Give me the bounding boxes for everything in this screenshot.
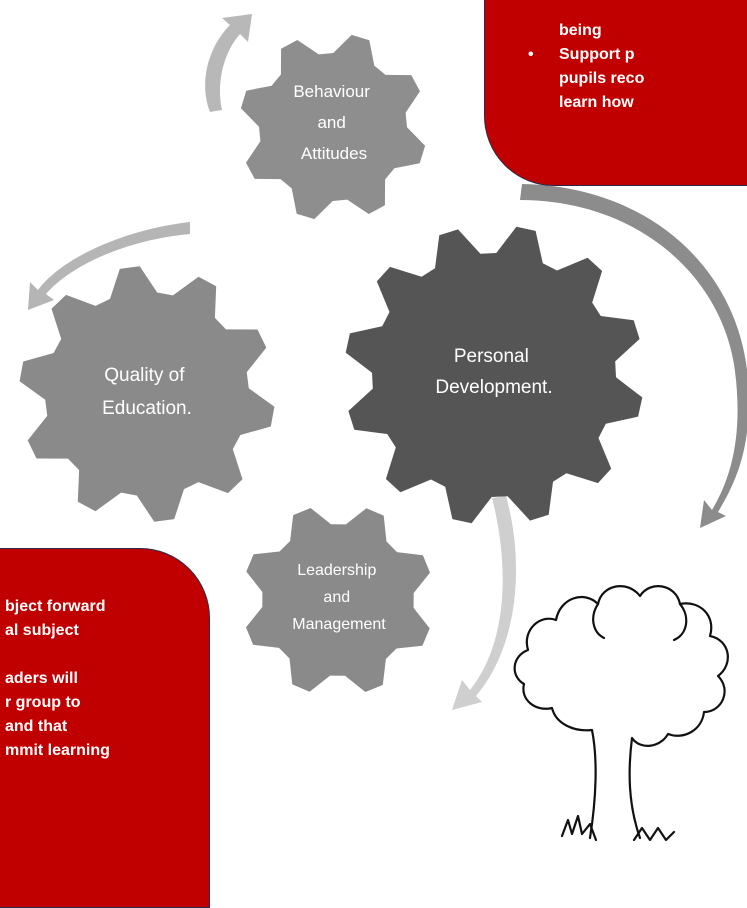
callout-top-list: being • Support p pupils reco learn how (525, 19, 747, 115)
callout-top-line-1: being (525, 19, 747, 43)
callout-top-line-3: pupils reco (525, 67, 747, 91)
callout-bottom-line-6: mmit learning (5, 742, 110, 759)
gear-quality-line-2: Education. (102, 398, 192, 419)
gear-behaviour-label: Behaviour and Attitudes (293, 82, 374, 163)
callout-bottom-spacer (5, 643, 209, 667)
gear-leadership-line-1: Leadership (297, 562, 376, 579)
callout-bottom-line-5: and that (5, 718, 68, 735)
gear-quality (19, 266, 275, 522)
gear-personal-line-2: Development. (435, 377, 552, 398)
gear-behaviour-line-3: Attitudes (301, 144, 367, 163)
callout-top-text-4: learn how (559, 94, 634, 111)
gear-behaviour-line-1: Behaviour (293, 82, 370, 101)
arrow-personal-to-leadership (452, 496, 517, 710)
cycle-arrows (28, 14, 747, 710)
improvement-cycle-diagram: Behaviour and Attitudes Quality of Educa… (19, 14, 747, 842)
arrow-personal-downward (520, 184, 747, 528)
callout-bottom-line-1: bject forward (5, 598, 106, 615)
callout-top-line-2: • Support p (525, 43, 747, 67)
gear-leadership-label: Leadership and Management (292, 562, 386, 633)
gear-personal-label: Personal Development. (435, 346, 552, 398)
callout-bottom-line-3: aders will (5, 670, 78, 687)
tree-sketch-icon (513, 585, 729, 842)
callout-top-line-4: learn how (525, 91, 747, 115)
callout-top-text-2: Support p (559, 46, 635, 63)
callout-bottom-line-4: r group to (5, 694, 81, 711)
callout-bottom-line-2: al subject (5, 622, 79, 639)
gear-behaviour (240, 34, 426, 220)
callout-bottom-left: bject forward al subject aders will r gr… (0, 548, 210, 908)
gear-quality-line-1: Quality of (104, 365, 185, 386)
callout-top-text-1: being (559, 22, 602, 39)
gear-behaviour-line-2: and (317, 113, 345, 132)
gear-quality-label: Quality of Education. (102, 365, 192, 419)
callout-top-right: being • Support p pupils reco learn how (484, 0, 747, 186)
callout-top-text-3: pupils reco (559, 70, 645, 87)
gear-personal (345, 226, 643, 524)
arrow-behaviour-to-quality (28, 222, 190, 310)
gear-leadership-line-3: Management (292, 616, 386, 633)
gear-personal-line-1: Personal (454, 346, 529, 367)
gear-leadership-line-2: and (323, 589, 350, 606)
gear-leadership (246, 508, 430, 692)
arrow-to-behaviour (205, 14, 252, 112)
bullet-icon: • (528, 46, 534, 63)
